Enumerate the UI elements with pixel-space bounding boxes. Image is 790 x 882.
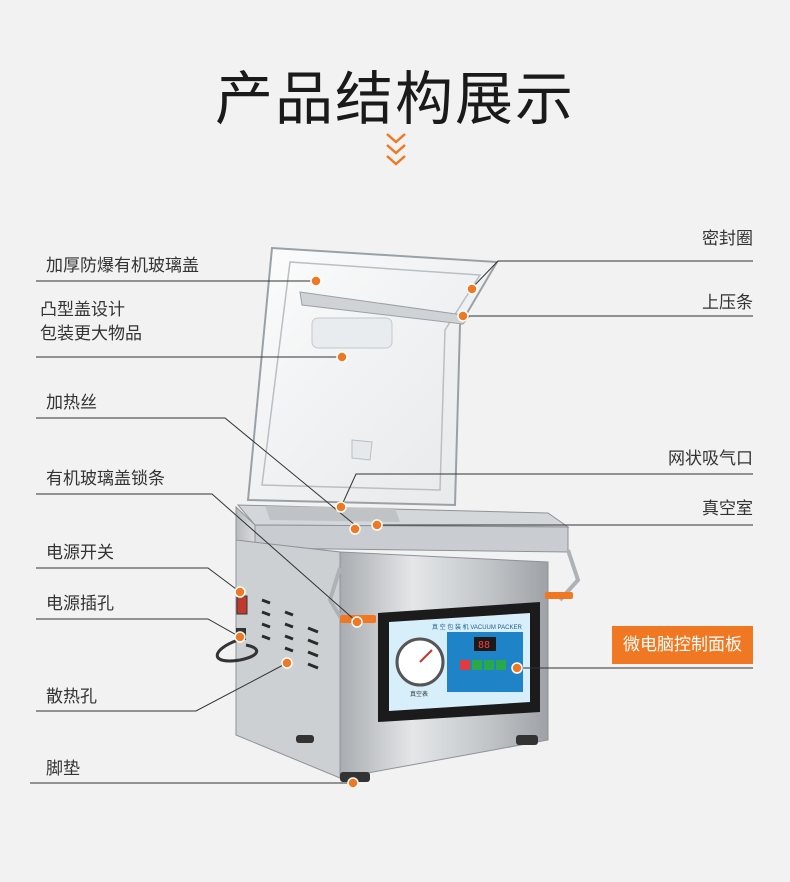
panel-brand-text: 真 空 包 装 机 VACUUM PACKER <box>432 623 522 631</box>
callout-control-panel: 微电脑控制面板 <box>612 626 753 664</box>
callout-lid-lock-strip: 有机玻璃盖锁条 <box>46 469 165 489</box>
callout-seal-ring: 密封圈 <box>702 229 753 249</box>
chevron-down-icon <box>386 133 406 166</box>
callout-power-switch: 电源开关 <box>46 543 114 563</box>
control-panel-graphic: 88 真 空 包 装 机 VACUUM PACKER 真空表 <box>378 602 540 722</box>
callout-vacuum-chamber: 真空室 <box>702 499 753 519</box>
callout-mesh-inlet: 网状吸气口 <box>668 449 753 469</box>
callout-dots <box>234 275 523 789</box>
page-title: 产品结构展示 <box>214 65 575 133</box>
glass-lid <box>246 246 499 507</box>
callout-convex-lid-line2: 包装更大物品 <box>40 324 142 344</box>
callout-convex-lid-line1: 凸型盖设计 <box>40 300 125 320</box>
callout-vent-holes: 散热孔 <box>46 687 97 707</box>
callout-press-bar: 上压条 <box>702 293 753 313</box>
callout-thick-lid: 加厚防爆有机玻璃盖 <box>46 256 199 276</box>
gauge-caption: 真空表 <box>410 690 428 698</box>
callout-foot-pad: 脚垫 <box>46 759 80 779</box>
callout-power-socket: 电源插孔 <box>46 594 114 614</box>
panel-display: 88 <box>478 640 490 651</box>
callout-heating-wire: 加热丝 <box>46 393 97 413</box>
leader-lines <box>30 260 753 784</box>
